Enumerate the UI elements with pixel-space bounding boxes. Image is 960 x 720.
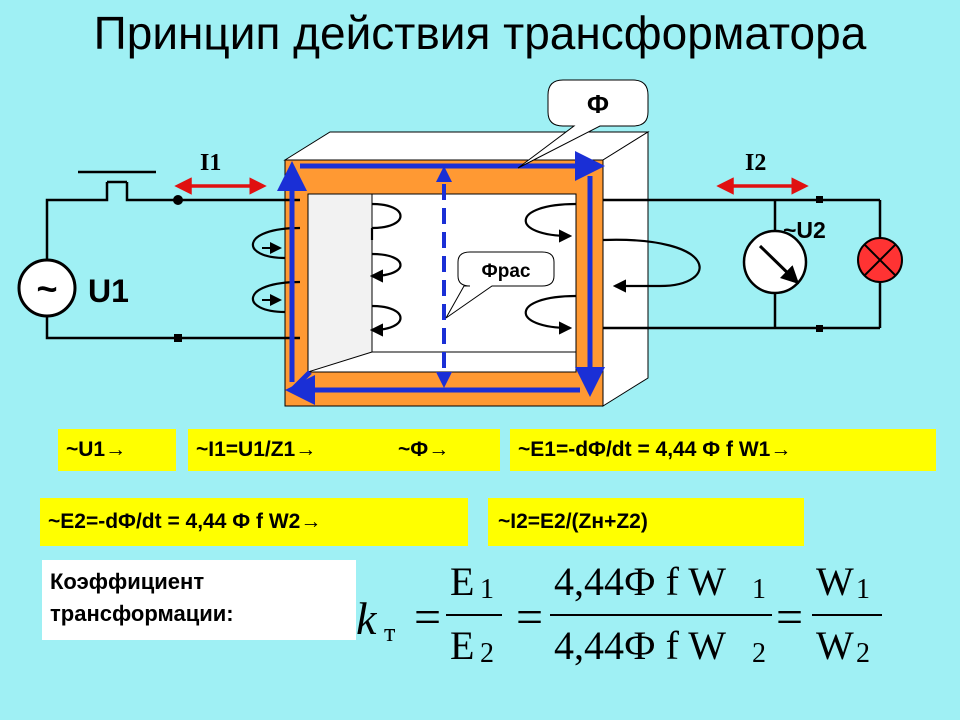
secondary-winding [524,202,701,335]
primary-leak-arrows [262,242,282,306]
flux-label: Ф [587,89,609,119]
box-e1: ~E1=-dФ/dt = 4,44 Ф f W1→ [510,429,936,471]
fraction-bar [812,614,882,616]
fraction-bar [446,614,502,616]
box-flux-text: ~Ф→ [398,438,450,461]
formula-e1: E [450,559,475,604]
primary-winding [252,202,402,337]
terminal-square [174,334,182,342]
source-tilde: ~ [36,268,57,309]
formula-e1-sub: 1 [480,574,494,605]
formula-eq1: = [414,591,442,644]
flux-callout [517,79,649,169]
leakage-flux-label: Фрас [482,261,531,282]
box-i1-text: ~I1=U1/Z1→ [196,438,317,461]
formula-w1-sub: 1 [856,574,870,605]
formula-eq3: = [776,591,804,644]
coefficient-line2: трансформации: [50,600,234,626]
voltage-u1-label: U1 [88,273,129,309]
fraction-bar [550,614,772,616]
terminal-dot [173,195,183,205]
formula-num-mid-sub: 1 [752,574,766,605]
formula-e2-sub: 2 [480,638,494,669]
coefficient-label: Коэффициент трансформации: [42,560,356,640]
box-e2: ~E2=-dФ/dt = 4,44 Ф f W2→ [40,498,468,546]
page-title: Принцип действия трансформатора [93,7,867,59]
primary-circuit [45,170,300,340]
current-i1-label: I1 [200,150,221,176]
terminal-square [816,325,823,332]
secondary-circuit [603,198,882,330]
coefficient-line1: Коэффициент [50,569,205,594]
ac-source [17,258,77,318]
leakage-flux-arrow [436,166,452,388]
leakage-flux-callout [445,251,555,319]
formula-w2-sub: 2 [856,638,870,669]
formula-den-mid: 4,44Ф f W [554,623,726,668]
current-i2-label: I2 [745,150,766,176]
voltmeter-icon [742,229,808,295]
terminal-square [816,196,823,203]
main-flux-arrows [277,151,605,405]
formula-w1: W [816,559,854,604]
formula-k: k [356,593,377,644]
box-u1: ~U1→ [58,429,176,471]
box-i1: ~I1=U1/Z1→ ~Ф→ [188,429,500,471]
formula-w2: W [816,623,854,668]
formula-k-sub: т [384,618,396,647]
formula-den-mid-sub: 2 [752,638,766,669]
formula-eq2: = [516,591,544,644]
formula-num-mid: 4,44Ф f W [554,559,726,604]
voltage-u2-label: ~U2 [783,217,826,243]
box-i2: ~I2=E2/(Zн+Z2) [488,498,804,546]
lamp-icon [857,237,903,283]
formula-e2: E [450,623,475,668]
